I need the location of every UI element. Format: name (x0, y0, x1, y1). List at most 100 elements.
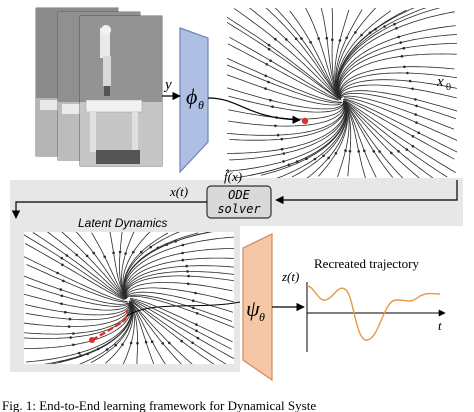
streamline-arrowhead (92, 251, 96, 255)
x0-to-solver-arrow (275, 180, 458, 205)
streamline (122, 302, 135, 364)
streamline (335, 9, 363, 98)
streamline (228, 103, 345, 127)
streamline-arrowhead (191, 299, 195, 303)
latent-to-decoder-arrow (126, 301, 241, 317)
streamline-arrowhead (195, 323, 198, 326)
streamline (343, 100, 434, 178)
streamline (227, 57, 342, 103)
streamline-arrowhead (313, 157, 317, 161)
streamline-arrowhead (285, 38, 288, 41)
streamline-arrowhead (181, 243, 185, 247)
decoder-psi-label: ψ θ (246, 296, 265, 324)
streamline-arrowhead (327, 156, 330, 160)
streamline-arrowhead (59, 288, 63, 291)
streamline (25, 303, 131, 321)
streamline-arrowhead (72, 343, 75, 347)
streamline (337, 34, 457, 100)
streamline (130, 298, 233, 343)
streamline-arrowhead (61, 263, 64, 267)
streamline-arrowhead (271, 105, 274, 108)
streamline-arrowhead (69, 336, 72, 339)
streamline (125, 271, 234, 297)
encoder-phi-label: ϕ θ (186, 84, 204, 112)
robot-frame-3 (79, 15, 163, 167)
streamline (119, 232, 126, 298)
streamline-arrowhead (192, 306, 195, 310)
streamline-arrowhead (144, 340, 148, 344)
streamline-arrowhead (161, 342, 164, 345)
phase-portrait-latent-frame (24, 232, 234, 364)
streamline-arrowhead (191, 341, 194, 345)
streamline-arrowhead (264, 74, 268, 78)
streamline-arrowhead (282, 152, 286, 155)
streamline-arrowhead (305, 157, 308, 161)
x0-label: x 0 (436, 74, 451, 93)
streamline (337, 25, 456, 98)
streamline (24, 293, 130, 311)
streamline (46, 232, 126, 299)
streamline (344, 100, 456, 173)
streamline (340, 84, 457, 99)
streamline-arrowhead (309, 40, 312, 44)
streamline (227, 16, 341, 100)
streamline-arrowhead (402, 46, 406, 50)
x0-symbol: x (436, 74, 444, 90)
streamline (129, 302, 138, 364)
xt-arrow (11, 201, 207, 219)
streamline (229, 102, 346, 141)
streamline (342, 100, 366, 178)
streamline (344, 98, 457, 153)
streamline (289, 10, 340, 98)
streamline (337, 11, 455, 98)
streamline (338, 53, 457, 99)
streamline-arrowhead (295, 160, 299, 163)
streamline-arrowhead (331, 38, 334, 42)
streamline (126, 287, 234, 303)
streamline (344, 97, 457, 141)
streamline (24, 301, 131, 327)
streamline-arrowhead (60, 256, 64, 260)
streamline-arrowhead (103, 255, 106, 259)
latent-dynamics-label: Latent Dynamics (78, 216, 167, 230)
streamline-arrowhead (196, 336, 200, 340)
streamline-arrowhead (334, 152, 338, 155)
streamline-arrowhead (269, 98, 272, 102)
streamline (334, 9, 350, 100)
streamline (124, 236, 234, 299)
psi-subscript: θ (259, 310, 265, 324)
ode-solver-line1: ODE (228, 188, 250, 202)
streamline-arrowhead (294, 37, 298, 41)
streamline-arrowhead (415, 121, 418, 124)
streamline (91, 232, 126, 298)
streamline-arrowhead (325, 36, 329, 40)
streamline (125, 275, 234, 298)
streamline (129, 301, 166, 364)
streamline-arrowhead (174, 240, 177, 243)
streamline-arrowhead (360, 33, 363, 37)
streamline (340, 95, 455, 130)
encoded-point-arrow (207, 97, 301, 124)
streamline-arrowhead (181, 258, 185, 262)
streamline-arrowhead (132, 250, 135, 254)
streamline (344, 101, 404, 178)
streamline-arrowhead (269, 59, 272, 62)
streamline-arrowhead (67, 325, 71, 328)
streamline (25, 243, 125, 300)
streamline-arrowhead (121, 343, 124, 346)
streamline-arrowhead (64, 310, 67, 314)
encoded-point (301, 117, 309, 125)
streamline-arrowhead (280, 137, 284, 141)
streamline (260, 101, 347, 176)
streamline-arrowhead (338, 39, 342, 42)
streamline (125, 282, 233, 298)
streamline (227, 101, 347, 172)
streamline (306, 102, 348, 178)
streamline-arrowhead (397, 35, 401, 39)
streamline (336, 8, 441, 99)
streamline-arrowhead (274, 124, 277, 128)
streamline-arrowhead (378, 150, 381, 153)
streamline (25, 301, 132, 363)
streamline-arrowhead (60, 294, 64, 298)
